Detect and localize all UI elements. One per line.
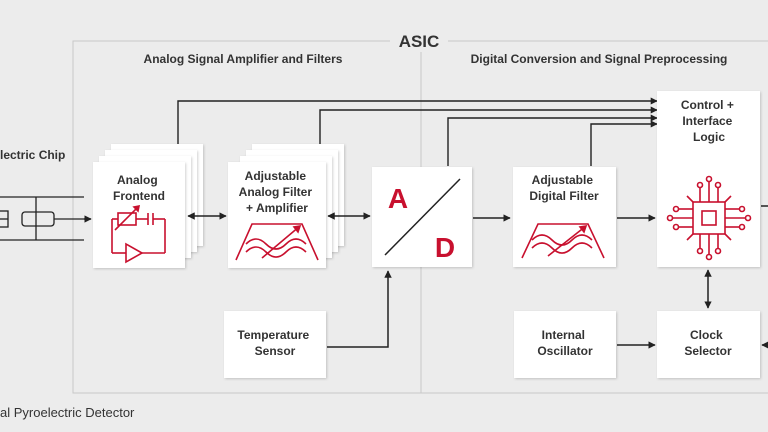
svg-text:Clock Selector: Clock Selector [684,328,732,358]
ad-letter-a: A [388,183,408,214]
internal-oscillator-block: Internal Oscillator [514,311,616,378]
pyro-element-icon [0,196,84,241]
control-logic-label-2: Interface [682,114,732,128]
svg-text:Internal Oscillator: Internal Oscillator [537,328,593,358]
analog-filter-label-1: Adjustable [245,169,307,183]
temperature-sensor-label-1: Temperature [237,328,309,342]
svg-text:Temperature Sensor: Temperature Sensor [237,328,312,358]
digital-filter-label-1: Adjustable [532,173,594,187]
digital-filter-block: Adjustable Digital Filter [513,167,616,267]
analog-filter-stack: Adjustable Analog Filter + Amplifier [228,144,344,268]
analog-section-title: Analog Signal Amplifier and Filters [144,52,343,66]
control-logic-block: Control + Interface Logic [657,91,760,267]
chip-label: lectric Chip [0,148,65,162]
digital-filter-icon [521,223,605,259]
ad-converter-block: A D [372,167,472,267]
control-bus-lines [177,97,658,166]
control-logic-label-3: Logic [693,130,725,144]
asic-title: ASIC [399,32,440,51]
signal-arrows [84,205,768,349]
analog-frontend-block [93,162,185,268]
microchip-icon [666,175,752,261]
analog-frontend-stack: Analog Frontend [93,144,203,268]
digital-section-title: Digital Conversion and Signal Preprocess… [471,52,728,66]
analog-filter-label-2: Analog Filter [239,185,313,199]
svg-text:Control + Interface: Control + Interface Logic [681,98,737,144]
digital-filter-label-2: Digital Filter [529,189,599,203]
clock-selector-block: Clock Selector [657,311,760,378]
frontend-circuit-icon [111,204,166,264]
internal-oscillator-label-2: Oscillator [537,344,593,358]
svg-text:Analog Frontend: Analog Frontend [113,173,165,203]
analog-frontend-label-1: Analog [117,173,158,187]
temperature-sensor-label-2: Sensor [255,344,296,358]
analog-filter-block [228,162,326,268]
control-logic-label-1: Control + [681,98,734,112]
analog-filter-icon [235,223,319,261]
analog-filter-label-3: + Amplifier [246,201,308,215]
clock-selector-label-1: Clock [690,328,723,342]
temperature-sensor-block: Temperature Sensor [224,311,326,378]
svg-text:Adjustable Analog Filter: Adjustable Analog Filter + Amplifier [239,169,316,215]
svg-text:Adjustable Digital Filte: Adjustable Digital Filter [529,173,599,203]
ad-letter-d: D [435,232,455,263]
clock-selector-label-2: Selector [684,344,732,358]
detector-label: al Pyroelectric Detector [0,405,135,420]
analog-frontend-label-2: Frontend [113,189,165,203]
internal-oscillator-label-1: Internal [542,328,585,342]
